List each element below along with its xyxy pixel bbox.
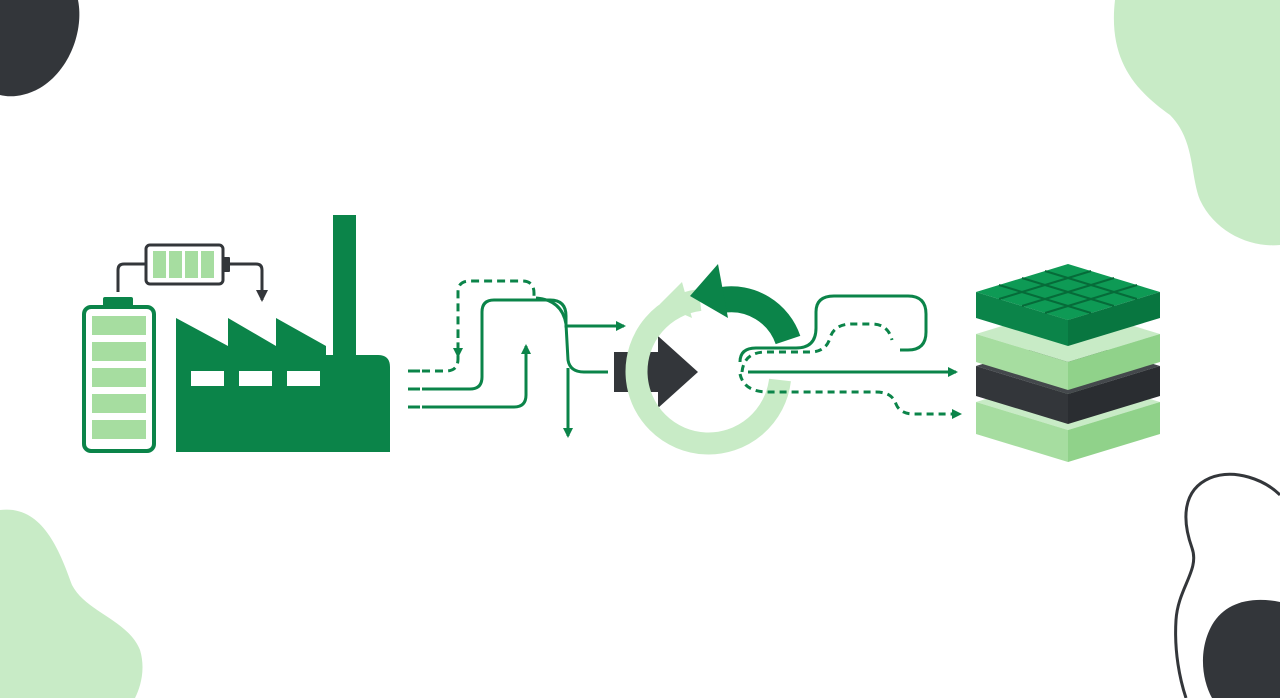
cycle-light-arrowhead: [660, 282, 692, 318]
factory-window: [191, 371, 224, 386]
flow-line-branch: [535, 296, 608, 374]
charge-cell: [169, 251, 182, 278]
battery-icon: [82, 297, 156, 453]
factory-window: [239, 371, 272, 386]
input-flow-lines: [408, 279, 626, 438]
battery-segment: [92, 316, 146, 335]
bottom-right-dark-blob: [1202, 599, 1280, 698]
battery-segment: [92, 420, 146, 439]
cycle-green-arc: [720, 286, 801, 345]
layered-stack-icon: [976, 264, 1160, 462]
bottom-left-green-blob: [0, 509, 143, 698]
stack-layer-top-grid: [976, 264, 1160, 346]
battery-link-right-arrow: [230, 262, 268, 302]
battery-segment: [92, 368, 146, 387]
top-left-dark-blob: [0, 0, 80, 97]
cycle-green-arrowhead: [690, 264, 728, 318]
charged-battery-icon: [144, 243, 230, 286]
dashed-flow-loop-upper: [740, 322, 894, 373]
battery-segment: [92, 342, 146, 361]
factory-window: [287, 371, 320, 386]
flow-line-to-recycling: [422, 298, 626, 391]
charge-cell: [185, 251, 198, 278]
dashed-flow-to-stack: [738, 373, 962, 419]
output-flow-lines: [738, 294, 962, 419]
flow-line-rising: [422, 344, 531, 409]
flow-loop-upper: [738, 294, 928, 363]
grid-lines: [998, 270, 1138, 314]
factory-icon: [176, 215, 390, 452]
recycle-cycle-icon: [625, 264, 801, 455]
bottom-right-outline-blob: [1174, 472, 1280, 698]
battery-link-left-connector: [116, 262, 146, 292]
cycle-light-arc: [625, 289, 791, 455]
top-right-green-blob: [1113, 0, 1280, 246]
charge-cell: [153, 251, 166, 278]
dashed-flow-loop: [422, 279, 536, 373]
charge-cell: [201, 251, 214, 278]
battery-segment: [92, 394, 146, 413]
